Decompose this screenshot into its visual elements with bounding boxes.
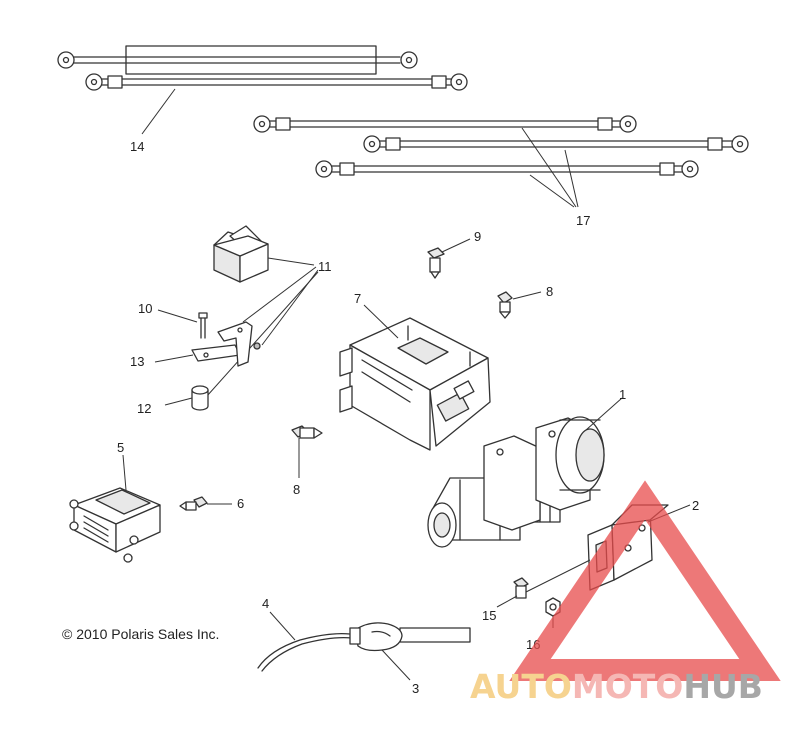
watermark-moto: MOTO: [572, 667, 683, 706]
watermark-auto: AUTO: [470, 667, 572, 706]
spacer-12: [191, 385, 209, 411]
winch-rope-3-4: [257, 622, 471, 672]
bolt-8-upper: [497, 291, 513, 319]
callout-5: 5: [117, 440, 124, 455]
mount-frame-7: [339, 317, 491, 451]
callout-13: 13: [130, 354, 144, 369]
callout-15: 15: [482, 608, 496, 623]
callout-7: 7: [354, 291, 361, 306]
callout-14: 14: [130, 139, 144, 154]
watermark-logo: AUTOMOTOHUB: [470, 480, 781, 706]
callout-17: 17: [576, 213, 590, 228]
control-module-5: [69, 487, 161, 563]
callout-4: 4: [262, 596, 269, 611]
watermark-hub: HUB: [683, 667, 763, 706]
bolt-9: [427, 247, 445, 279]
callout-12: 12: [137, 401, 151, 416]
copyright-text: © 2010 Polaris Sales Inc.: [62, 626, 220, 642]
callout-1: 1: [619, 387, 626, 402]
callout-11: 11: [318, 259, 332, 274]
bolt-15: [513, 577, 529, 599]
bolt-6: [179, 496, 208, 511]
svg-text:AUTOMOTOHUB: AUTOMOTOHUB: [470, 667, 763, 706]
cable-17: [253, 115, 749, 178]
callout-8-lower: 8: [293, 482, 300, 497]
cable-14: [57, 45, 468, 91]
callout-6: 6: [237, 496, 244, 511]
bolt-8-lower: [291, 425, 323, 439]
winch-1: [427, 416, 605, 548]
callout-8-upper: 8: [546, 284, 553, 299]
relay-box-11: [213, 225, 269, 283]
callout-10: 10: [138, 301, 152, 316]
bracket-13: [191, 321, 261, 367]
screw-10: [198, 312, 208, 339]
callout-9: 9: [474, 229, 481, 244]
callout-2: 2: [692, 498, 699, 513]
callout-3: 3: [412, 681, 419, 696]
